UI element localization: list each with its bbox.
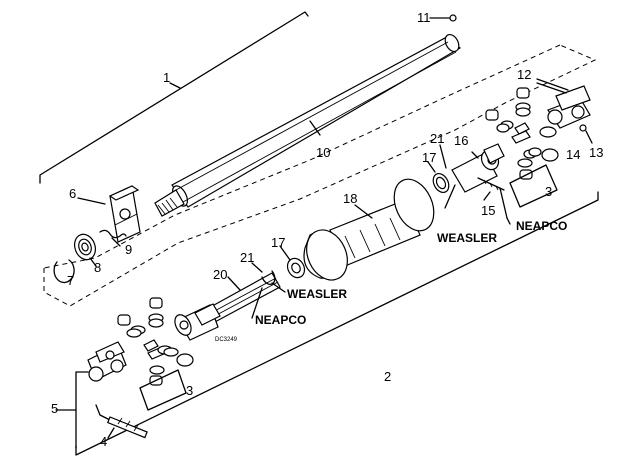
callout-12: 12 — [517, 67, 531, 82]
callout-1: 1 — [163, 70, 170, 85]
leader-4 — [107, 427, 115, 439]
callout-17-upper: 17 — [422, 150, 436, 165]
bracket-2 — [75, 191, 599, 456]
callout-18: 18 — [343, 191, 357, 206]
assembly-boundary-top — [43, 44, 561, 269]
part-15-pin — [477, 177, 505, 191]
leader-8 — [89, 257, 97, 267]
callout-20: 20 — [213, 267, 227, 282]
leader-20 — [227, 276, 241, 291]
callout-6: 6 — [69, 186, 76, 201]
part-14-yoke-assembly — [539, 85, 591, 138]
label-weasler-upper: WEASLER — [437, 231, 497, 245]
part-8-bearing — [74, 233, 96, 261]
assembly-boundary — [43, 44, 597, 307]
part-12-bolt — [536, 78, 569, 94]
leader-13 — [585, 130, 593, 144]
callout-11: 11 — [417, 10, 431, 25]
part-13-nut — [579, 124, 587, 132]
callout-3-upper: 3 — [545, 184, 552, 199]
callout-16: 16 — [454, 133, 468, 148]
callout-8: 8 — [94, 260, 101, 275]
leader-17-upper — [427, 161, 436, 173]
leader-21-lower — [251, 262, 263, 273]
part-10-spline-stub — [154, 189, 185, 217]
leader-18 — [354, 204, 373, 219]
leader-15 — [483, 191, 491, 201]
part-9-clip — [99, 229, 127, 239]
part-6-shield — [108, 185, 141, 243]
label-neapco-lower: NEAPCO — [255, 313, 306, 327]
part-18-shield — [303, 178, 435, 281]
leader-6 — [77, 197, 106, 205]
part-4-bolt — [95, 404, 148, 439]
part-7-snap-ring — [53, 259, 75, 284]
leader-21-upper — [439, 144, 447, 169]
callout-14: 14 — [566, 147, 580, 162]
label-weasler-lower: WEASLER — [287, 287, 347, 301]
part-16-yoke — [451, 143, 505, 193]
callout-2: 2 — [384, 369, 391, 384]
callout-9: 9 — [125, 242, 132, 257]
part-10-outer-tube — [171, 33, 462, 208]
callout-4: 4 — [100, 434, 107, 449]
leader-16 — [471, 151, 479, 159]
bracket-3-upper — [509, 164, 558, 208]
figure-code: DC3249 — [215, 337, 238, 343]
leader-neapco-upper — [499, 187, 508, 219]
leader-weasler-upper — [444, 184, 456, 209]
callout-15: 15 — [481, 203, 495, 218]
label-neapco-upper: NEAPCO — [516, 219, 567, 233]
bracket-5 — [75, 371, 89, 449]
callout-10: 10 — [316, 145, 330, 160]
leader-weasler-lower — [271, 282, 286, 293]
part-5-yoke — [87, 341, 127, 382]
leader-9 — [111, 237, 121, 247]
leader-neapco-upper-2 — [506, 217, 511, 225]
callout-5: 5 — [51, 401, 58, 416]
leader-1 — [169, 82, 181, 89]
callout-17-lower: 17 — [271, 235, 285, 250]
leader-neapco-lower — [251, 287, 263, 319]
part-17-collar-upper — [432, 172, 450, 194]
callout-7: 7 — [67, 273, 74, 288]
bracket-3-lower — [139, 369, 187, 411]
part-20-inner-shaft — [174, 272, 281, 341]
bracket-1 — [39, 11, 309, 184]
part-17-collar-lower — [286, 257, 306, 279]
upper-cross-kit — [485, 87, 559, 180]
callout-13: 13 — [589, 145, 603, 160]
callout-21-lower: 21 — [240, 250, 254, 265]
lower-cross-kit — [117, 297, 194, 386]
part-11-pin — [429, 14, 457, 22]
callout-3-lower: 3 — [186, 383, 193, 398]
callout-21-upper: 21 — [430, 131, 444, 146]
leader-17-lower — [279, 245, 291, 261]
